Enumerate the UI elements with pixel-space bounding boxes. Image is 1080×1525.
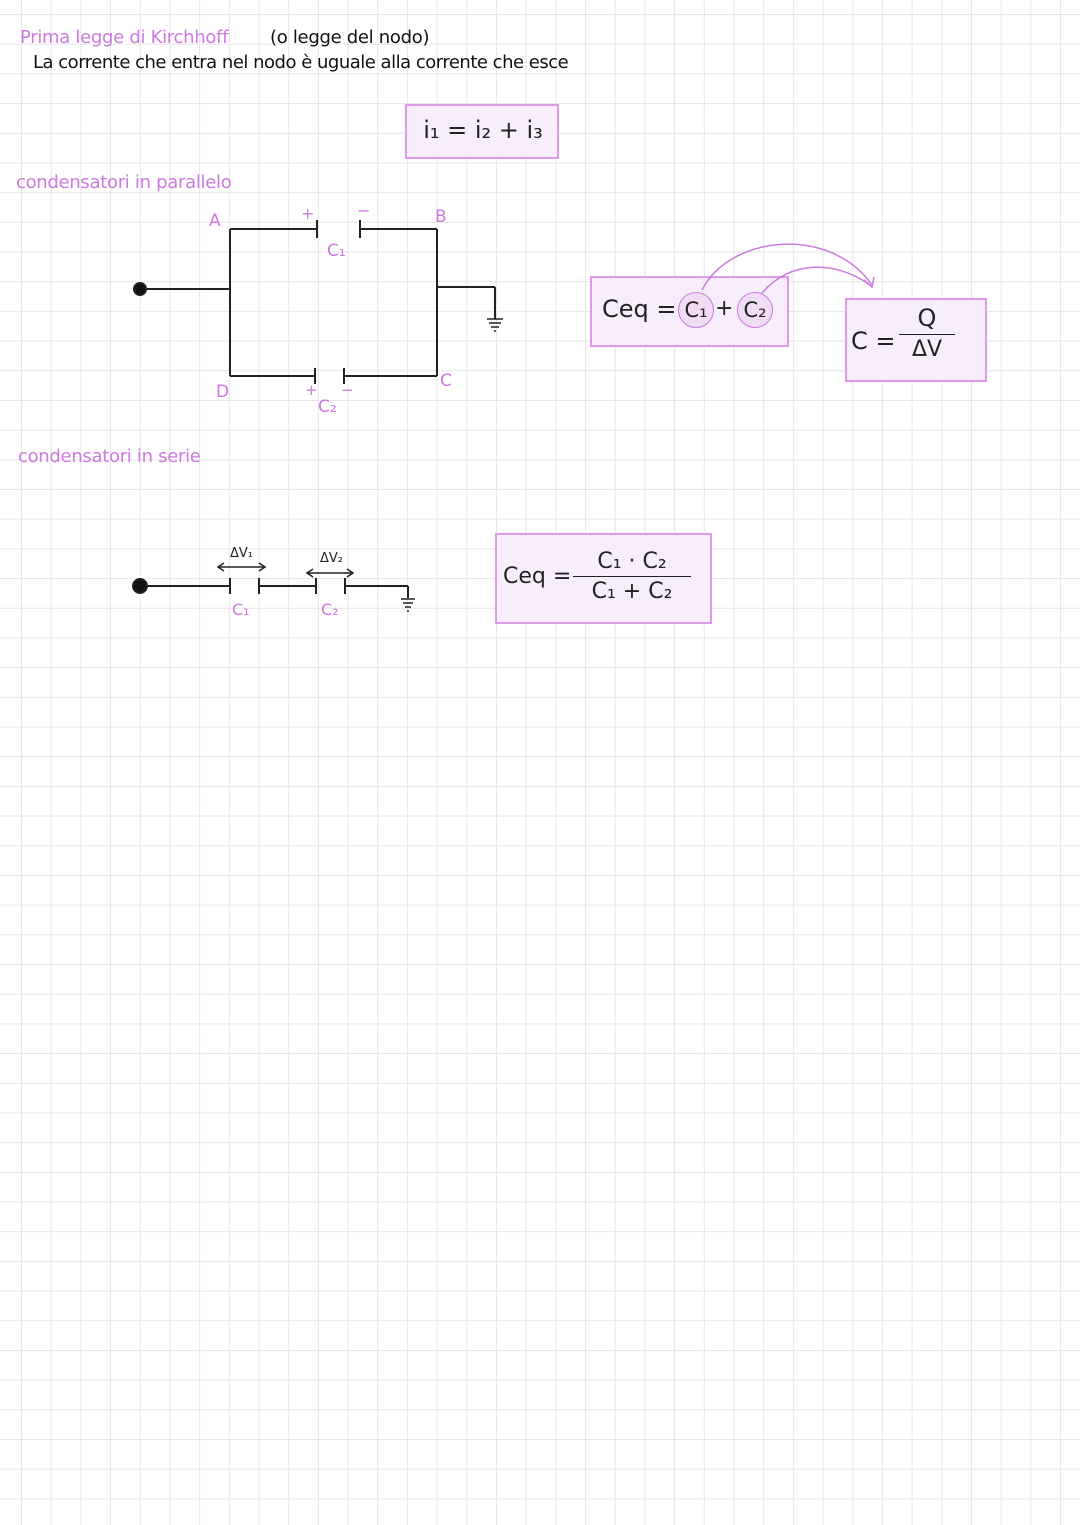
node-label-d: D: [216, 382, 230, 402]
capacity-lhs: C =: [851, 327, 896, 355]
c2-plus-sign: +: [305, 381, 318, 399]
ceq-parallel-lhs: Ceq =: [602, 295, 677, 323]
node-label-b: B: [435, 207, 447, 227]
series-section-title: condensatori in serie: [18, 446, 201, 467]
circled-c1: C₁: [678, 292, 714, 328]
capacity-fraction-bar: [899, 334, 955, 335]
parallel-section-title: condensatori in parallelo: [16, 172, 232, 193]
c2-minus-sign: −: [341, 381, 354, 399]
capacity-denominator: ΔV: [911, 337, 943, 362]
curved-arrows: [701, 243, 875, 294]
delta-v1-label: ΔV₁: [230, 546, 253, 561]
series-formula-box: Ceq = C₁ · C₂ C₁ + C₂: [495, 533, 712, 624]
series-input-terminal: [132, 578, 148, 594]
capacity-numerator: Q: [917, 304, 937, 332]
kirchhoff-formula-box: i₁ = i₂ + i₃: [405, 104, 559, 159]
delta-v2-label: ΔV₂: [320, 551, 343, 566]
page-subtitle: (o legge del nodo): [270, 27, 430, 48]
capacitor-c1-label: C₁: [327, 241, 346, 261]
ceq-parallel-plus: +: [715, 296, 734, 321]
arrow-from-c2: [761, 266, 871, 294]
ceq-series-numerator: C₁ · C₂: [597, 549, 667, 574]
capacity-formula-box: C = Q ΔV: [845, 298, 987, 382]
ceq-series-denominator: C₁ + C₂: [591, 579, 673, 604]
parallel-circuit-diagram: [133, 220, 503, 384]
parallel-formula-box: Ceq = C₁ + C₂: [590, 276, 789, 347]
kirchhoff-statement: La corrente che entra nel nodo è uguale …: [33, 52, 569, 73]
c1-minus-sign: −: [357, 201, 371, 220]
circled-c2: C₂: [737, 292, 773, 328]
series-circuit-diagram: [132, 562, 415, 612]
series-c2-label: C₂: [321, 600, 339, 619]
node-label-c: C: [440, 371, 452, 391]
page-title: Prima legge di Kirchhoff: [20, 27, 229, 48]
ceq-series-lhs: Ceq =: [503, 564, 572, 589]
c1-plus-sign: +: [301, 204, 315, 223]
kirchhoff-formula: i₁ = i₂ + i₃: [423, 116, 543, 144]
arrow-from-c1: [701, 243, 873, 291]
series-c1-label: C₁: [232, 600, 250, 619]
ceq-series-fraction-bar: [573, 576, 691, 577]
capacitor-c2-label: C₂: [318, 397, 337, 417]
node-label-a: A: [209, 211, 221, 231]
